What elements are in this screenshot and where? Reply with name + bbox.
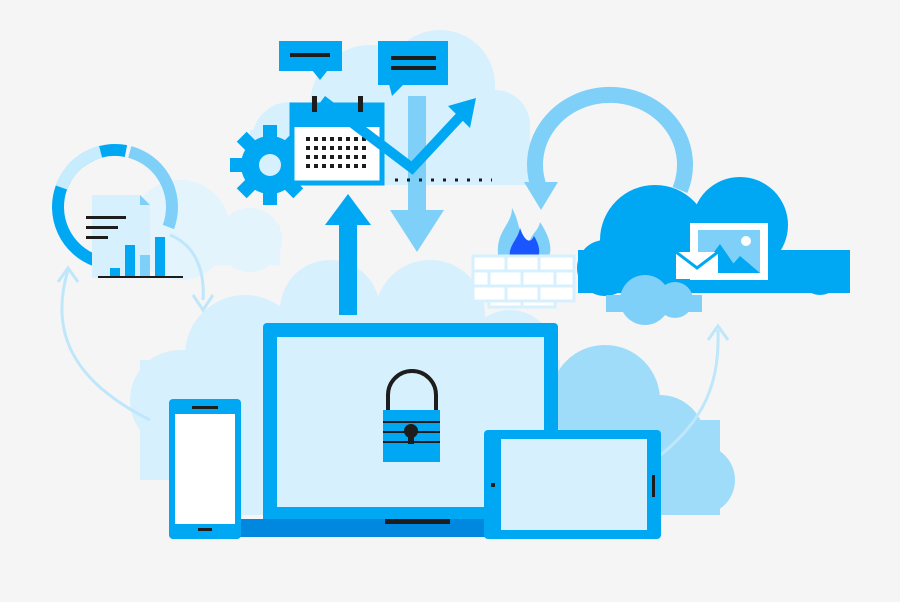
smartphone-icon xyxy=(169,399,241,539)
calendar-day-dot xyxy=(338,146,342,150)
calendar-day-dot xyxy=(330,137,334,141)
background-cloud-left xyxy=(130,180,282,280)
calendar-day-dot xyxy=(330,155,334,159)
calendar-day-dot xyxy=(338,137,342,141)
chart-down-arc xyxy=(169,233,205,301)
calendar-day-dot xyxy=(362,146,366,150)
calendar-day-dot xyxy=(314,155,318,159)
calendar-day-dot xyxy=(330,164,334,168)
sync-arrow-icon xyxy=(527,86,693,194)
calendar-day-dot xyxy=(354,137,358,141)
speech-bubble-icon xyxy=(279,41,342,80)
calendar-day-dot xyxy=(314,146,318,150)
calendar-day-dot xyxy=(322,155,326,159)
firewall-icon xyxy=(471,254,576,309)
calendar-day-dot xyxy=(314,137,318,141)
calendar-day-dot xyxy=(322,164,326,168)
left-connector-arc xyxy=(60,269,151,422)
calendar-day-dot xyxy=(322,146,326,150)
calendar-day-dot xyxy=(338,155,342,159)
calendar-day-dot xyxy=(322,137,326,141)
calendar-day-dot xyxy=(362,155,366,159)
calendar-day-dot xyxy=(306,164,310,168)
trend-arrow-icon xyxy=(318,96,476,175)
document-icon xyxy=(86,195,150,278)
calendar-day-dot xyxy=(346,164,350,168)
flame-icon xyxy=(497,208,551,258)
calendar-day-dot xyxy=(338,164,342,168)
lock-icon xyxy=(383,369,440,462)
bar-chart-icon xyxy=(98,237,183,278)
tablet-icon xyxy=(484,430,661,539)
calendar-day-dot xyxy=(306,137,310,141)
calendar-day-dot xyxy=(314,164,318,168)
speech-bubble-icon-large xyxy=(378,41,448,96)
calendar-day-dot xyxy=(346,146,350,150)
calendar-day-dot xyxy=(330,146,334,150)
calendar-day-dot xyxy=(354,155,358,159)
calendar-day-dot xyxy=(362,137,366,141)
calendar-day-dot xyxy=(346,155,350,159)
calendar-day-dot xyxy=(306,155,310,159)
calendar-day-dot xyxy=(346,137,350,141)
calendar-day-dot xyxy=(362,164,366,168)
email-icon xyxy=(675,250,719,279)
calendar-day-dot xyxy=(306,146,310,150)
up-arrow-icon xyxy=(325,194,371,315)
calendar-day-dot xyxy=(354,146,358,150)
calendar-day-dot xyxy=(354,164,358,168)
small-cloud xyxy=(606,275,702,325)
